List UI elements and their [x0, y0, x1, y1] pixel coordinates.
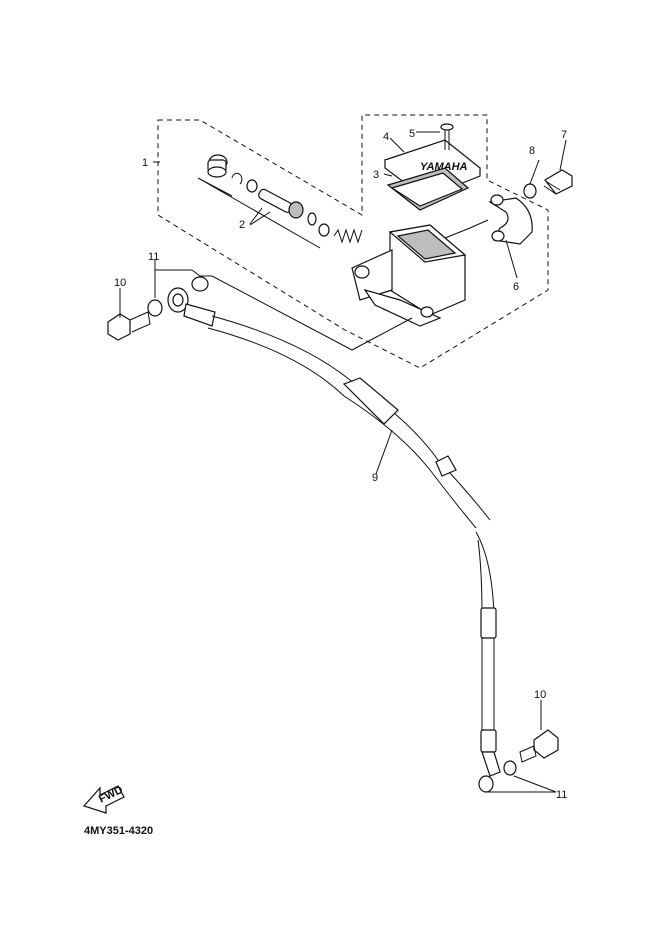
callout-10-lower: 10: [534, 689, 546, 701]
callout-9: 9: [372, 472, 378, 484]
callout-1: 1: [142, 157, 148, 169]
callout-3: 3: [373, 169, 379, 181]
callout-10-upper: 10: [114, 277, 126, 289]
washer-8: [523, 183, 537, 199]
piston-kit: [207, 154, 363, 244]
washer-upper-b: [191, 276, 209, 292]
piston-leader-box: [197, 177, 321, 249]
fwd-arrow-icon: FWD: [82, 784, 125, 814]
diagram-code: 4MY351-4320: [84, 825, 154, 837]
leader-lines: [119, 131, 567, 793]
washer-upper-a: [147, 299, 163, 317]
callout-11-lower: 11: [556, 789, 567, 801]
washer-lower-a: [503, 760, 517, 776]
brake-hose: [167, 287, 501, 793]
union-bolt-upper: [107, 311, 151, 341]
callout-4: 4: [383, 131, 389, 143]
bolt-7: [543, 169, 573, 195]
clamp-holder: [488, 194, 533, 245]
callout-5: 5: [409, 128, 415, 140]
union-bolt-lower: [519, 729, 559, 763]
master-cylinder-body: [351, 219, 489, 327]
callout-2: 2: [239, 219, 245, 231]
assembly-boundary: [157, 114, 549, 369]
callout-7: 7: [561, 129, 567, 141]
callout-8: 8: [529, 145, 535, 157]
reservoir-cap: YAMAHA: [383, 139, 482, 211]
callout-11-upper: 11: [148, 251, 159, 263]
cap-screw: [440, 123, 454, 150]
callout-6: 6: [513, 281, 519, 293]
svg-text:YAMAHA: YAMAHA: [420, 161, 468, 173]
